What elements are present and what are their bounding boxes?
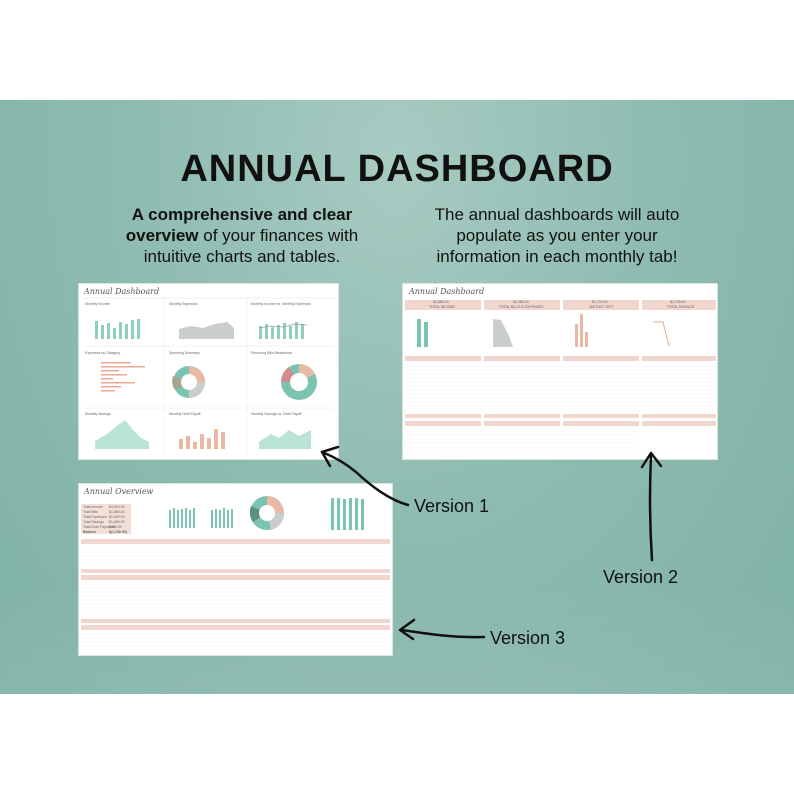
v1-expense-area	[179, 322, 234, 339]
right-blurb-line-1: The annual dashboards will auto	[434, 205, 680, 224]
v1-panel-label: Monthly Savings	[85, 412, 111, 416]
v1-dashboard-graphic: Monthly Income Monthly Expenses Monthly …	[83, 297, 334, 456]
v3-summary-income-value: $4,320.00	[109, 505, 125, 509]
v2-amount-left: AMOUNT LEFT	[589, 305, 614, 309]
v1-panel-label: Recurring Bills Breakdown	[251, 351, 292, 355]
version-3-arrowhead	[398, 618, 416, 641]
left-blurb-bold-1: A comprehensive and clear	[131, 205, 353, 224]
v2-title: Annual Dashboard	[409, 287, 485, 296]
v3-dashboard-graphic	[81, 496, 390, 647]
v3-summary-savings-value: $1,080.00	[109, 520, 125, 524]
v1-category-bars	[101, 362, 145, 392]
v1-savings-debt-area	[259, 430, 311, 449]
version-2-thumbnail: Annual Dashboard TOTAL INCOME $3,880.00 …	[402, 283, 718, 460]
version-1-thumbnail: Annual Dashboard Monthly Income Monthly …	[78, 283, 339, 460]
left-blurb-rest-2: intuitive charts and tables.	[143, 247, 341, 266]
v1-income-bars	[95, 319, 140, 339]
v3-summary-debt-value: $600.00	[109, 525, 122, 529]
v1-debt-bars	[179, 429, 225, 449]
v1-title: Annual Dashboard	[84, 287, 160, 296]
v1-savings-area	[95, 420, 149, 449]
v3-summary-savings: Total Savings	[83, 520, 104, 524]
page-heading: ANNUAL DASHBOARD	[180, 148, 614, 190]
version-1-label: Version 1	[414, 496, 490, 516]
v2-dashboard-graphic	[405, 300, 716, 452]
v1-panel-label: Monthly Savings vs. Debt Payoff	[251, 412, 301, 416]
v2-total-bills-value: $3,080.00	[513, 300, 529, 304]
v3-donut	[249, 496, 285, 530]
version-2-arrowhead	[640, 451, 663, 469]
v1-panel-label: Monthly Income	[85, 302, 110, 306]
v3-summary-balance-value: $(1,780.00)	[109, 530, 127, 534]
left-blurb: A comprehensive and clear overview of yo…	[96, 204, 388, 267]
v2-table-lines	[405, 365, 716, 452]
v1-compare-line	[258, 323, 308, 329]
v2-total-savings: TOTAL SAVINGS	[667, 305, 695, 309]
v1-compare-bars	[259, 322, 304, 339]
version-3-arrow	[400, 628, 486, 639]
version-2-arrow	[648, 453, 654, 562]
v2-total-bills: TOTAL BILLS & EXPENSES	[499, 305, 544, 309]
v3-summary-income: Total Income	[83, 505, 103, 509]
v3-summary-expenses-value: $1,900.00	[109, 515, 125, 519]
version-3-label: Version 3	[490, 628, 566, 648]
v1-bills-donut	[280, 364, 317, 400]
left-blurb-bold-2: overview	[125, 226, 199, 245]
v1-spending-donut	[172, 366, 205, 398]
v2-amount-left-value: $1,700.00	[592, 300, 608, 304]
right-blurb-line-3: information in each monthly tab!	[436, 247, 678, 266]
version-1-arrow	[320, 450, 410, 507]
v1-panel-label: Monthly Expenses	[169, 302, 198, 306]
v2-total-savings-value: $1,700.00	[670, 300, 686, 304]
v1-panel-label: Expenses by Category	[85, 351, 120, 355]
version-3-thumbnail: Annual Overview Total Income $4,320.00 T…	[78, 483, 393, 656]
v2-mini-charts	[417, 314, 670, 347]
v3-summary-bills: Total Bills	[83, 510, 98, 514]
v3-summary-balance: Balance	[83, 530, 97, 534]
left-blurb-rest-1: of your finances with	[198, 226, 359, 245]
version-1-arrowhead	[320, 445, 340, 468]
v3-summary-debt: Total Debt Payments	[83, 525, 116, 529]
v3-income-bars	[169, 498, 364, 530]
v3-title: Annual Overview	[84, 487, 154, 496]
right-blurb: The annual dashboards will auto populate…	[402, 204, 712, 267]
v2-total-income: TOTAL INCOME	[429, 305, 455, 309]
v3-summary-bills-value: $1,680.00	[109, 510, 125, 514]
v2-total-income-value: $3,880.00	[433, 300, 449, 304]
v1-panel-label: Monthly Debt Payoff	[169, 412, 200, 416]
v1-panel-label: Monthly Income vs. Monthly Expenses	[251, 302, 311, 306]
v1-panel-label: Spending Summary	[169, 351, 200, 355]
version-2-label: Version 2	[603, 567, 679, 587]
v3-summary-expenses: Total Expenses	[83, 515, 107, 519]
right-blurb-line-2: populate as you enter your	[456, 226, 658, 245]
